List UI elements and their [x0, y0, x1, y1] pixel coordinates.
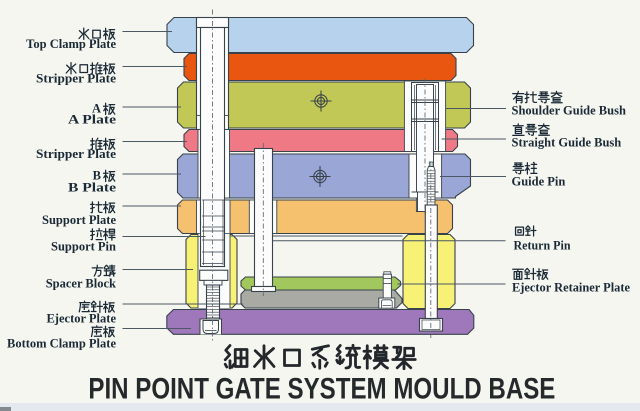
svg-text:Ejector Plate: Ejector Plate: [46, 312, 116, 326]
svg-text:Straight Guide Bush: Straight Guide Bush: [512, 136, 622, 150]
svg-text:Guide Pin: Guide Pin: [512, 175, 566, 189]
svg-text:B: B: [93, 168, 101, 182]
svg-text:PIN POINT GATE SYSTEM MOULD BA: PIN POINT GATE SYSTEM MOULD BASE: [88, 373, 555, 406]
svg-text:Top Clamp Plate: Top Clamp Plate: [26, 37, 116, 51]
svg-text:Spacer Block: Spacer Block: [46, 277, 116, 291]
svg-text:Shoulder Guide Bush: Shoulder Guide Bush: [512, 104, 626, 118]
svg-text:A: A: [92, 101, 101, 115]
svg-text:Return Pin: Return Pin: [514, 239, 571, 253]
svg-text:Stripper Plate: Stripper Plate: [36, 147, 116, 161]
svg-text:B Plate: B Plate: [68, 181, 117, 195]
svg-text:Ejector Retainer Plate: Ejector Retainer Plate: [512, 281, 630, 295]
svg-text:A Plate: A Plate: [68, 113, 117, 127]
svg-text:Stripper Plate: Stripper Plate: [36, 72, 116, 86]
svg-text:Bottom Clamp Plate: Bottom Clamp Plate: [7, 337, 116, 351]
svg-text:Support Plate: Support Plate: [42, 213, 116, 227]
svg-text:Support Pin: Support Pin: [51, 240, 116, 254]
